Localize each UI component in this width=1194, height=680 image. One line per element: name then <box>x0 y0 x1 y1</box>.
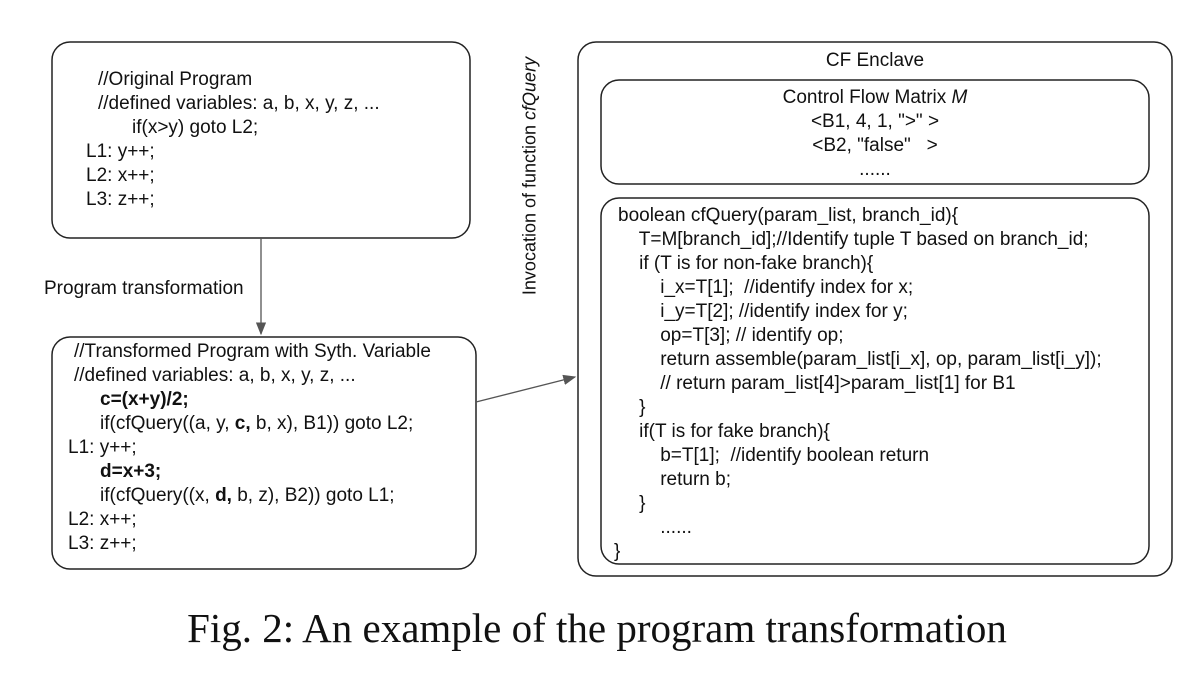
cfquery-b2-line: if(cfQuery((x, d, b, z), B2)) goto L1; <box>100 484 395 508</box>
invocation-label-prefix: Invocation of function <box>519 119 540 296</box>
cfquery-b1-prefix: if(cfQuery((a, y, <box>100 413 235 434</box>
matrix-title-prefix: Control Flow Matrix <box>782 87 952 108</box>
invocation-label: Invocation of function cfQuery <box>520 57 541 295</box>
code-line-op: op=T[3]; // identify op; <box>618 325 844 346</box>
code-line-comment-b1: // return param_list[4]>param_list[1] fo… <box>618 373 1016 394</box>
code-line-close-2: } <box>618 493 646 514</box>
original-l3-line: L3: z++; <box>86 189 155 210</box>
code-line-index-x: i_x=T[1]; //identify index for x; <box>618 277 914 298</box>
code-line-return-assemble: return assemble(param_list[i_x], op, par… <box>618 349 1102 370</box>
synth-d-statement: d=x+3; <box>100 461 162 482</box>
transformed-l2-line: L2: x++; <box>68 509 137 530</box>
invocation-arrow <box>475 374 577 403</box>
code-line-index-y: i_y=T[2]; //identify index for y; <box>618 301 908 322</box>
cfquery-function-box <box>600 197 1150 565</box>
original-comment-line: //Original Program <box>98 69 253 90</box>
original-l1-line: L1: y++; <box>86 141 155 162</box>
transformed-l3-line: L3: z++; <box>68 533 137 554</box>
matrix-title: Control Flow Matrix M <box>601 86 1149 110</box>
cfquery-b1-line: if(cfQuery((a, y, c, b, x), B1)) goto L2… <box>100 412 413 436</box>
invocation-label-function: cfQuery <box>519 56 540 120</box>
code-line-return-b: return b; <box>618 469 731 490</box>
code-line-close-function: } <box>614 541 621 562</box>
cf-enclave-box <box>577 41 1173 577</box>
cfquery-b2-prefix: if(cfQuery((x, <box>100 485 216 506</box>
program-transformation-label: Program transformation <box>44 278 244 299</box>
code-line-signature: boolean cfQuery(param_list, branch_id){ <box>618 205 959 226</box>
cfquery-b2-suffix: b, z), B2)) goto L1; <box>231 485 395 506</box>
original-variables-line: //defined variables: a, b, x, y, z, ... <box>98 93 380 114</box>
cfquery-b2-synth-var: d, <box>215 485 232 506</box>
code-line-close-1: } <box>618 397 646 418</box>
control-flow-matrix-box <box>600 79 1150 185</box>
code-line-bool: b=T[1]; //identify boolean return <box>618 445 930 466</box>
figure-caption: Fig. 2: An example of the program transf… <box>187 605 1007 651</box>
matrix-row-b2: <B2, "false" > <box>812 135 938 156</box>
matrix-row-b1: <B1, 4, 1, ">" > <box>810 111 940 132</box>
matrix-title-symbol: M <box>951 87 968 108</box>
code-line-if-fake: if(T is for fake branch){ <box>618 421 830 442</box>
cf-enclave-title: CF Enclave <box>825 50 925 71</box>
code-line-lookup: T=M[branch_id];//Identify tuple T based … <box>618 229 1089 250</box>
matrix-row-ellipsis: ...... <box>859 159 891 180</box>
synth-c-statement: c=(x+y)/2; <box>100 389 189 410</box>
transformed-program-box <box>51 336 477 570</box>
code-line-if-nonfake: if (T is for non-fake branch){ <box>618 253 874 274</box>
cfquery-b1-suffix: b, x), B1)) goto L2; <box>250 413 414 434</box>
original-if-line: if(x>y) goto L2; <box>132 117 259 138</box>
transformed-variables-line: //defined variables: a, b, x, y, z, ... <box>74 365 356 386</box>
transformed-header-line: //Transformed Program with Syth. Variabl… <box>74 341 431 362</box>
original-l2-line: L2: x++; <box>86 165 155 186</box>
cfquery-b1-synth-var: c, <box>234 413 251 434</box>
transformed-l1-line: L1: y++; <box>68 437 137 458</box>
code-line-ellipsis: ...... <box>618 517 692 538</box>
